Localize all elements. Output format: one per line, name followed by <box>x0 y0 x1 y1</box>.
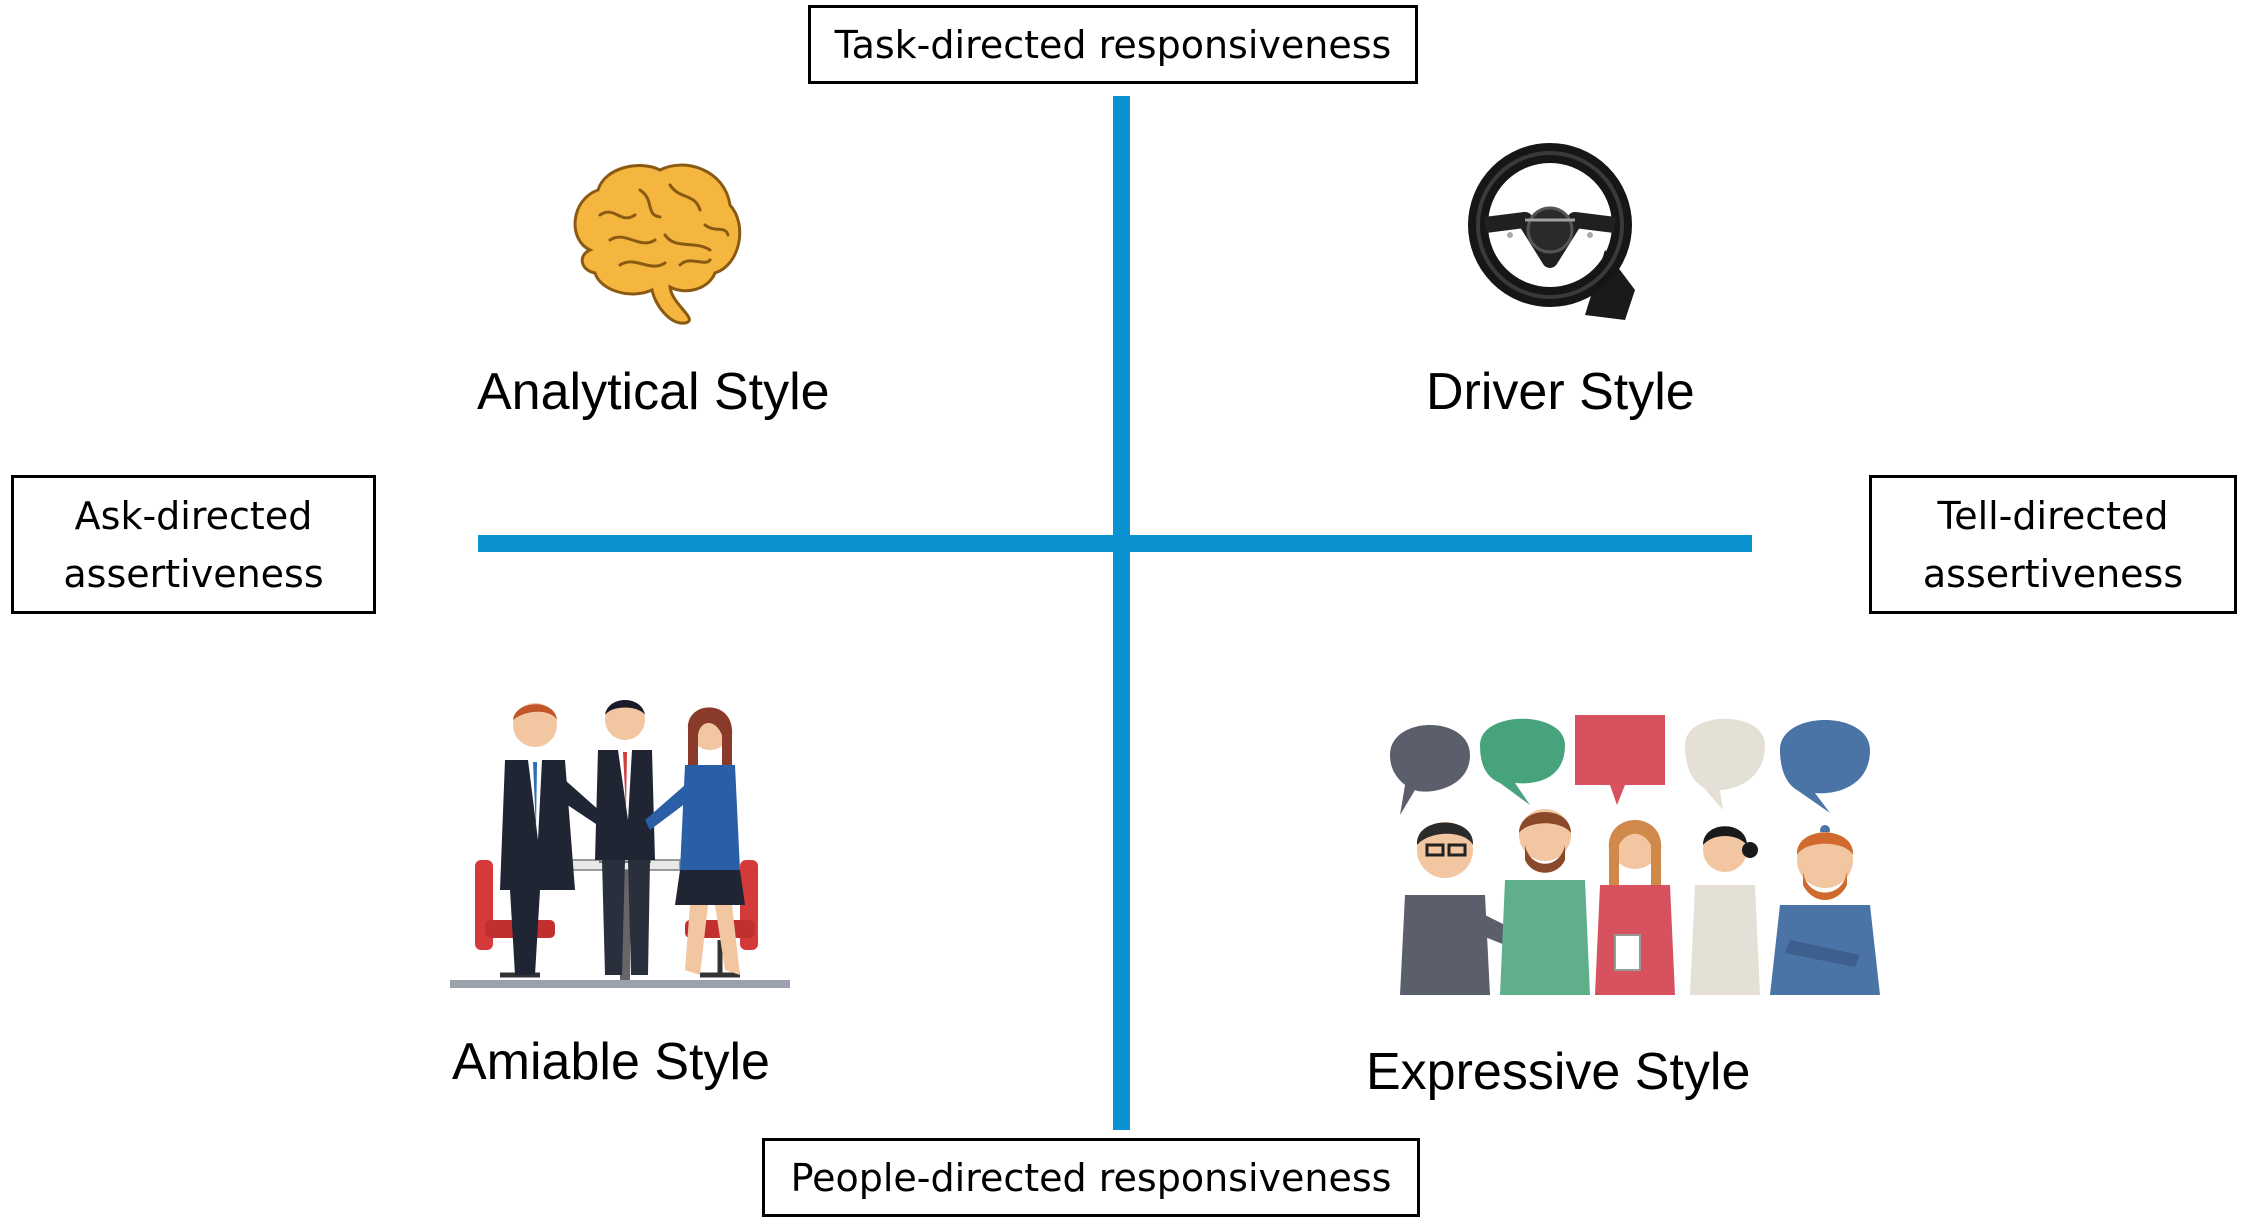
meeting-people-icon <box>450 700 790 988</box>
axis-label-left-line2: assertiveness <box>63 551 324 596</box>
axis-label-right-line2: assertiveness <box>1922 551 2184 596</box>
horizontal-axis-line <box>478 535 1752 552</box>
axis-label-left: Ask-directed assertiveness <box>11 475 376 614</box>
steering-wheel-icon <box>1468 143 1635 320</box>
talking-people-icon <box>1390 715 1880 995</box>
axis-label-top-text: Task-directed responsiveness <box>834 22 1392 67</box>
driver-style-label: Driver Style <box>1426 363 1695 421</box>
analytical-style-label: Analytical Style <box>477 363 830 421</box>
vertical-axis-line <box>1113 96 1130 1130</box>
axis-label-bottom-text: People-directed responsiveness <box>790 1155 1392 1200</box>
brain-icon <box>573 163 742 325</box>
axis-label-top: Task-directed responsiveness <box>808 5 1418 84</box>
expressive-style-label: Expressive Style <box>1366 1043 1751 1101</box>
axis-label-right-line1: Tell-directed <box>1937 493 2169 538</box>
axis-label-bottom: People-directed responsiveness <box>762 1138 1420 1217</box>
axis-label-right: Tell-directed assertiveness <box>1869 475 2237 614</box>
amiable-style-label: Amiable Style <box>452 1033 770 1091</box>
axis-label-left-line1: Ask-directed <box>74 493 313 538</box>
